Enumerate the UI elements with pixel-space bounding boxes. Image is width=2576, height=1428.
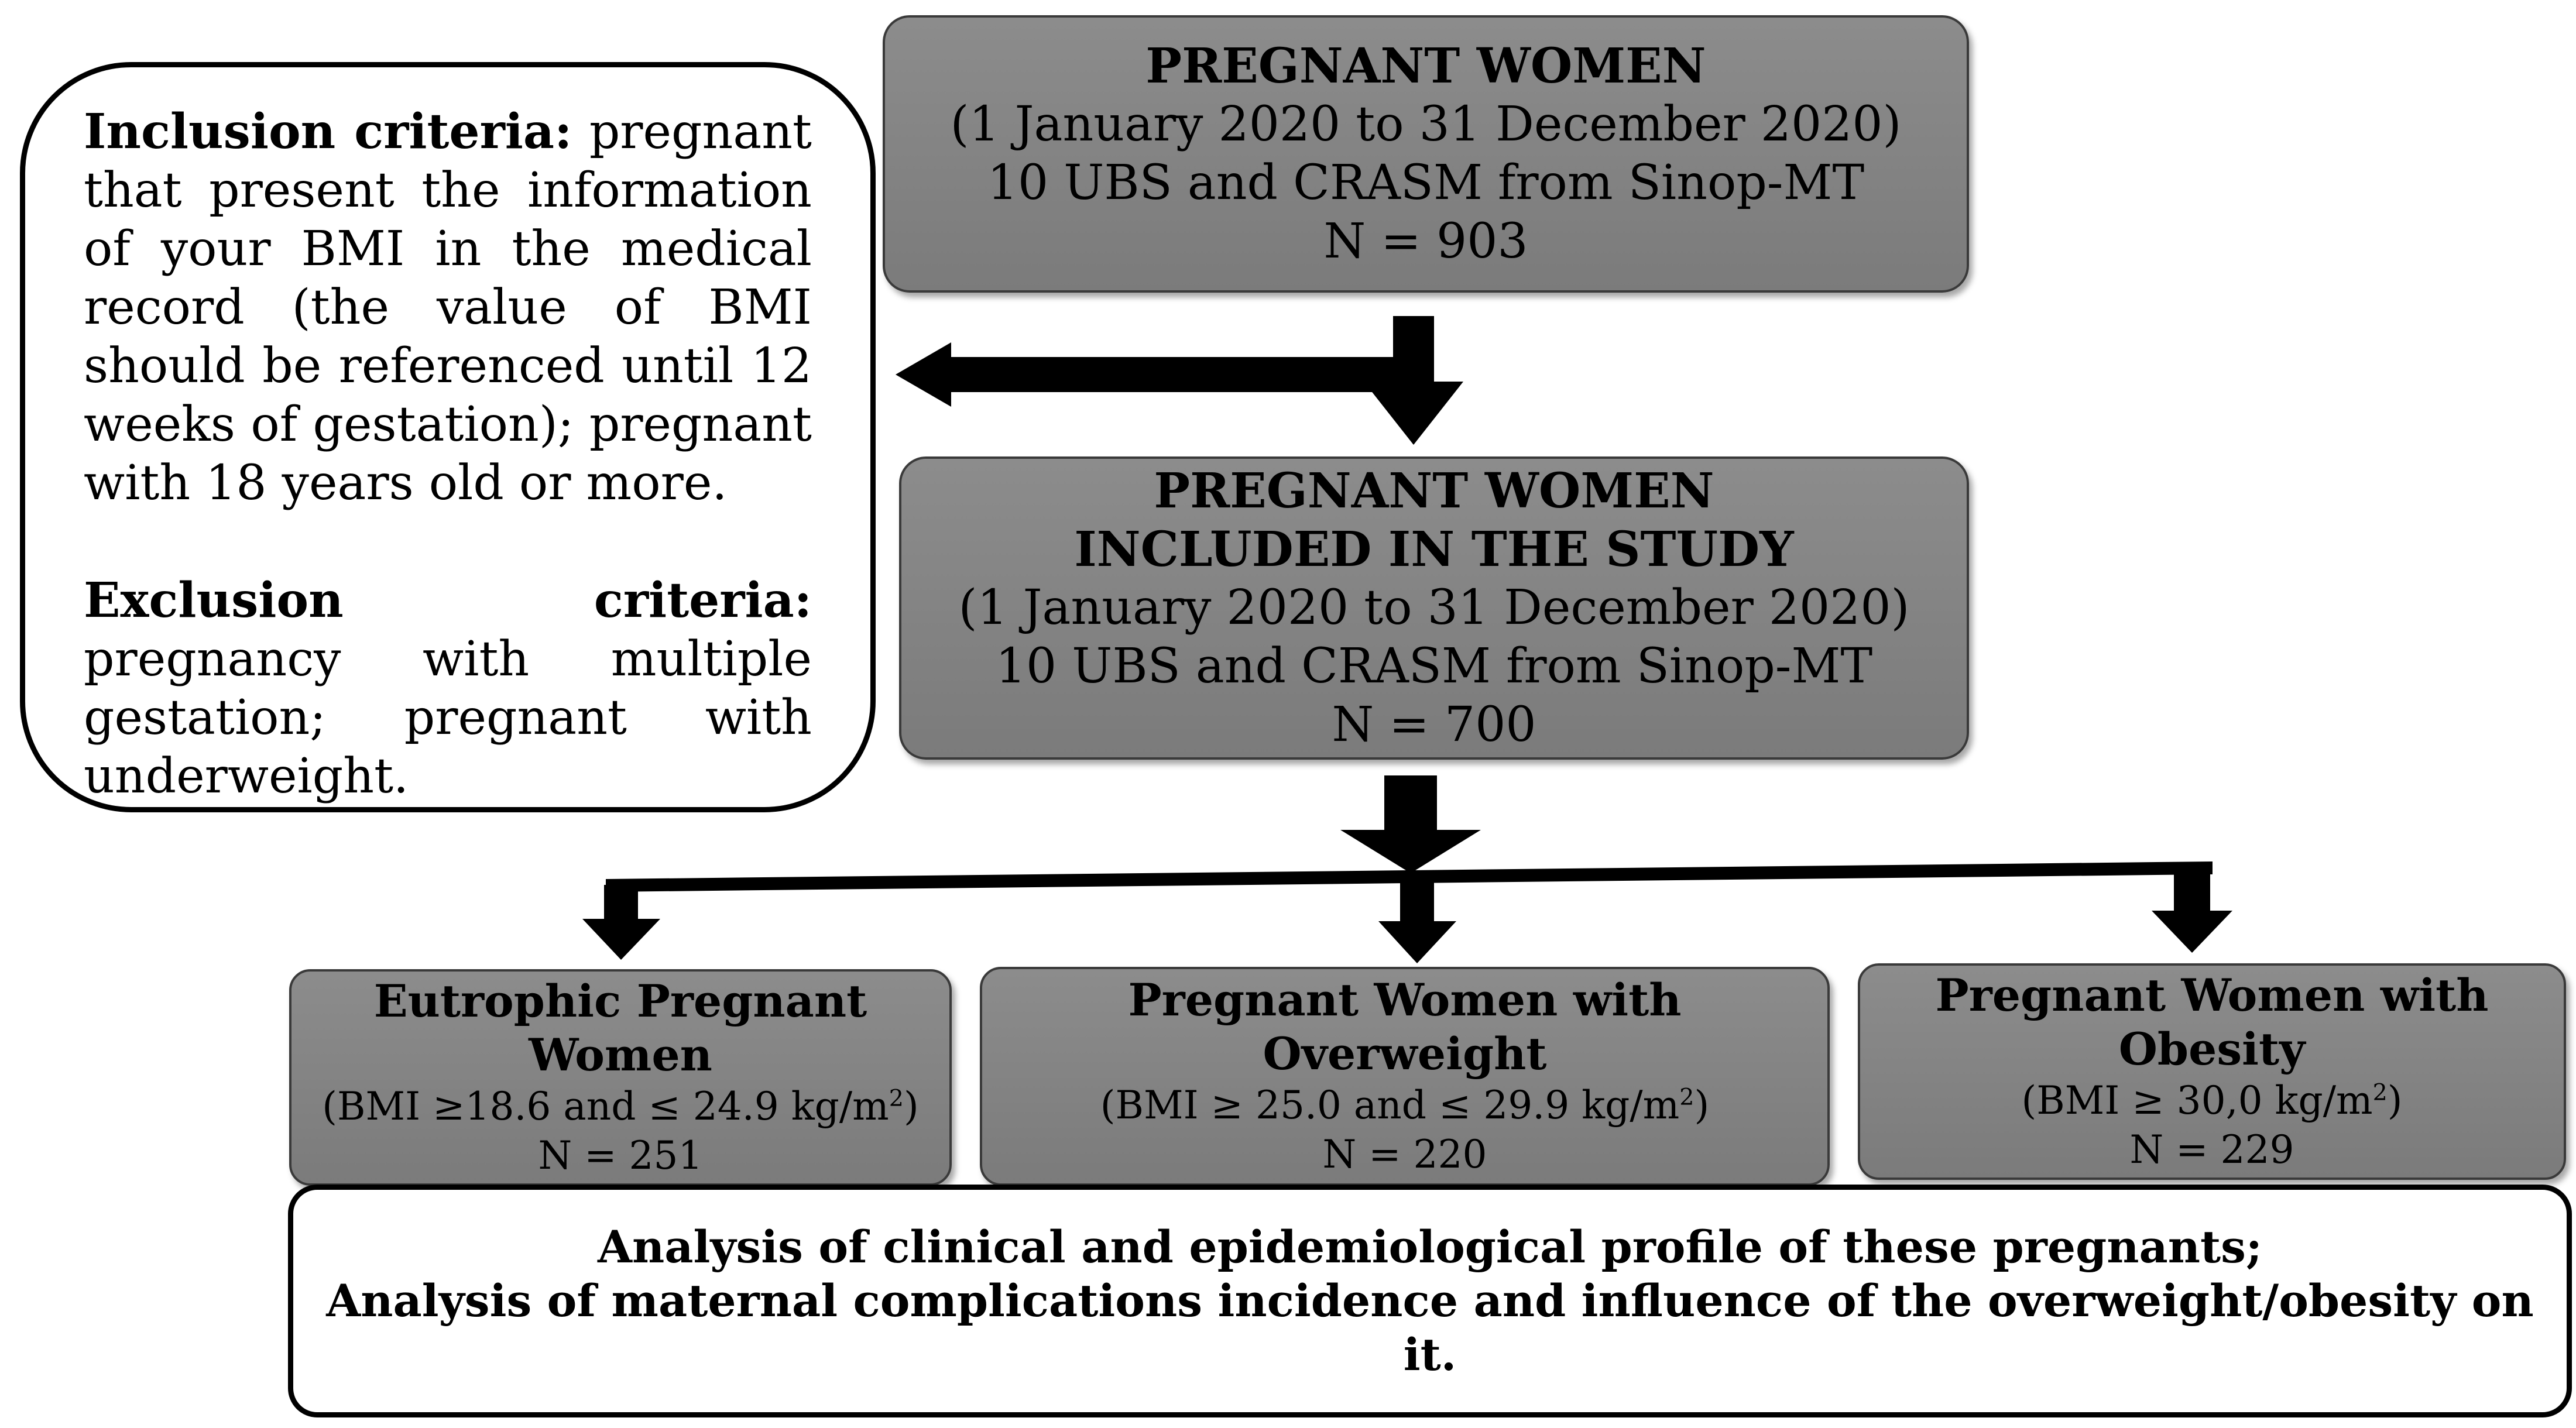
included-period: (1 January 2020 to 31 December 2020) xyxy=(958,580,1910,636)
arrow-down-to-branch xyxy=(1340,775,1481,873)
criteria-box: Inclusion criteria: pregnant that presen… xyxy=(20,62,876,812)
obesity-group-box: Pregnant Women with Obesity (BMI ≥ 30,0 … xyxy=(1858,963,2566,1180)
inclusion-label: Inclusion criteria: xyxy=(84,104,572,160)
top-box-title: PREGNANT WOMEN xyxy=(1145,38,1706,94)
arrow-down-to-overweight xyxy=(1378,877,1456,963)
included-title-line1: PREGNANT WOMEN xyxy=(1154,463,1714,519)
eutrophic-n: N = 251 xyxy=(538,1133,703,1178)
arrow-down-to-eutrophic xyxy=(582,885,660,960)
included-title-line2: INCLUDED IN THE STUDY xyxy=(1074,521,1794,578)
arrow-left-to-criteria xyxy=(896,342,1411,407)
top-box-units: 10 UBS and CRASM from Sinop-MT xyxy=(987,155,1865,211)
included-units: 10 UBS and CRASM from Sinop-MT xyxy=(995,639,1873,694)
overweight-title: Pregnant Women with Overweight xyxy=(1128,974,1682,1080)
overweight-n: N = 220 xyxy=(1322,1132,1487,1177)
inclusion-text: pregnant that present the information of… xyxy=(84,104,812,511)
included-women-box: PREGNANT WOMEN INCLUDED IN THE STUDY (1 … xyxy=(899,456,1969,760)
top-box-period: (1 January 2020 to 31 December 2020) xyxy=(950,97,1902,152)
eutrophic-title: Eutrophic Pregnant Women xyxy=(373,975,867,1081)
analysis-box: Analysis of clinical and epidemiological… xyxy=(288,1185,2572,1417)
exclusion-criteria: Exclusion criteria: pregnancy with multi… xyxy=(84,571,812,806)
arrow-down-to-included xyxy=(1364,316,1463,445)
obesity-bmi: (BMI ≥ 30,0 kg/m2) xyxy=(2021,1078,2403,1123)
included-n: N = 700 xyxy=(1332,697,1536,753)
analysis-line1: Analysis of clinical and epidemiological… xyxy=(598,1221,2262,1273)
overweight-group-box: Pregnant Women with Overweight (BMI ≥ 25… xyxy=(980,967,1830,1186)
obesity-title: Pregnant Women with Obesity xyxy=(1935,969,2489,1075)
inclusion-criteria: Inclusion criteria: pregnant that presen… xyxy=(84,102,812,513)
exclusion-text: pregnancy with multiple gestation; pregn… xyxy=(84,631,812,804)
analysis-line2: Analysis of maternal complications incid… xyxy=(326,1275,2534,1381)
eutrophic-bmi: (BMI ≥18.6 and ≤ 24.9 kg/m2) xyxy=(322,1084,919,1129)
exclusion-label: Exclusion criteria: xyxy=(84,572,812,629)
obesity-n: N = 229 xyxy=(2129,1127,2294,1172)
arrow-down-to-obesity xyxy=(2152,865,2232,953)
pregnant-women-box: PREGNANT WOMEN (1 January 2020 to 31 Dec… xyxy=(883,15,1969,293)
eutrophic-group-box: Eutrophic Pregnant Women (BMI ≥18.6 and … xyxy=(289,969,952,1186)
overweight-bmi: (BMI ≥ 25.0 and ≤ 29.9 kg/m2) xyxy=(1100,1083,1710,1128)
top-box-n: N = 903 xyxy=(1323,214,1528,269)
